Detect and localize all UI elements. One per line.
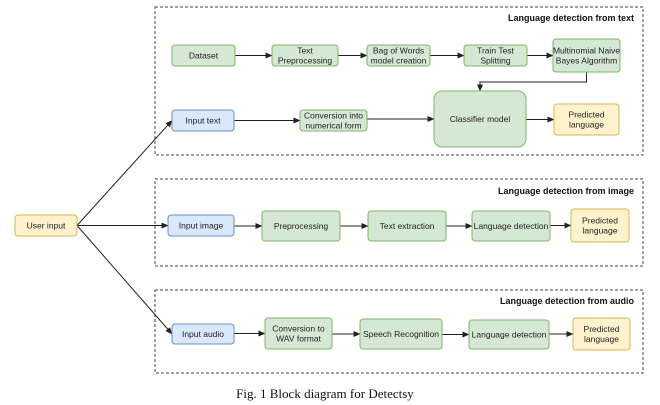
node-label: Text bbox=[297, 46, 313, 56]
node-speech-recognition: Speech Recognition bbox=[359, 318, 443, 350]
node-box bbox=[572, 317, 631, 351]
node-label: Conversion to bbox=[272, 324, 325, 334]
node-box bbox=[167, 214, 235, 237]
node-language-detection-audio: Language detection bbox=[468, 319, 550, 350]
node-label: Bag of Words bbox=[373, 46, 424, 56]
node-label: Preprocessing bbox=[274, 221, 329, 231]
group-image: Language detection from image bbox=[154, 178, 644, 267]
node-label: Input audio bbox=[182, 329, 224, 339]
node-box bbox=[433, 90, 527, 148]
node-box bbox=[171, 44, 236, 67]
node-language-detection-image: Language detection bbox=[471, 210, 551, 242]
node-input-image: Input image bbox=[167, 214, 235, 237]
node-input-audio: Input audio bbox=[171, 323, 235, 345]
node-label: language bbox=[584, 334, 619, 344]
arrow-naive_bayes-to-classifier bbox=[477, 72, 587, 92]
node-label: Speech Recognition bbox=[363, 329, 439, 339]
node-box bbox=[570, 208, 630, 243]
group-title-image: Language detection from image bbox=[498, 186, 634, 196]
node-label: User input bbox=[27, 221, 66, 231]
group-text: Language detection from text bbox=[154, 6, 644, 156]
node-box bbox=[367, 210, 447, 242]
node-label: WAV format bbox=[276, 334, 322, 344]
node-label: Predicted bbox=[584, 324, 620, 334]
node-dataset: Dataset bbox=[171, 44, 236, 67]
arrow-user_input-to-input_audio bbox=[76, 225, 173, 335]
node-text-extraction: Text extraction bbox=[367, 210, 447, 242]
node-label: Multinomial Naive bbox=[553, 46, 620, 56]
arrow-user_input-to-input_text bbox=[76, 120, 173, 226]
node-box bbox=[171, 323, 235, 345]
node-box bbox=[552, 38, 621, 73]
node-label: model creation bbox=[371, 56, 427, 66]
node-user-input: User input bbox=[14, 214, 78, 237]
node-box bbox=[14, 214, 78, 237]
node-label: numerical form bbox=[305, 121, 361, 131]
node-box bbox=[359, 318, 443, 350]
group-title-text: Language detection from text bbox=[508, 13, 634, 23]
node-box bbox=[553, 103, 620, 136]
figure-caption: Fig. 1 Block diagram for Detectsy bbox=[236, 386, 414, 401]
node-input-text: Input text bbox=[171, 109, 235, 132]
node-label: language bbox=[583, 226, 618, 236]
node-label: Text extraction bbox=[380, 221, 435, 231]
node-label: Input image bbox=[179, 221, 224, 231]
node-box bbox=[471, 210, 551, 242]
node-label: Predicted bbox=[582, 216, 618, 226]
node-box bbox=[264, 317, 333, 350]
node-box bbox=[299, 109, 368, 132]
node-box bbox=[463, 44, 528, 67]
node-label: Language detection bbox=[474, 221, 549, 231]
node-label: Predicted bbox=[569, 110, 605, 120]
node-classifier: Classifier model bbox=[433, 90, 527, 148]
node-label: Language detection bbox=[472, 330, 547, 340]
group-border-image bbox=[154, 178, 644, 267]
node-label: Bayes Algorithm bbox=[556, 56, 617, 66]
node-label: Splitting bbox=[480, 56, 511, 66]
group-border-audio bbox=[154, 289, 644, 374]
node-label: Preprocessing bbox=[278, 56, 333, 66]
node-label: Train Test bbox=[477, 46, 514, 56]
node-box bbox=[366, 44, 431, 67]
node-label: Conversion into bbox=[304, 111, 363, 121]
node-label: Input text bbox=[186, 116, 222, 126]
node-box bbox=[261, 210, 341, 242]
node-label: language bbox=[569, 120, 604, 130]
group-title-audio: Language detection from audio bbox=[500, 296, 635, 306]
node-box bbox=[271, 44, 339, 67]
node-preprocessing-image: Preprocessing bbox=[261, 210, 341, 242]
node-label: Classifier model bbox=[450, 114, 511, 124]
node-box bbox=[468, 319, 550, 350]
node-box bbox=[171, 109, 235, 132]
node-label: Dataset bbox=[189, 51, 219, 61]
group-border-text bbox=[154, 6, 644, 156]
group-audio: Language detection from audio bbox=[154, 289, 644, 374]
